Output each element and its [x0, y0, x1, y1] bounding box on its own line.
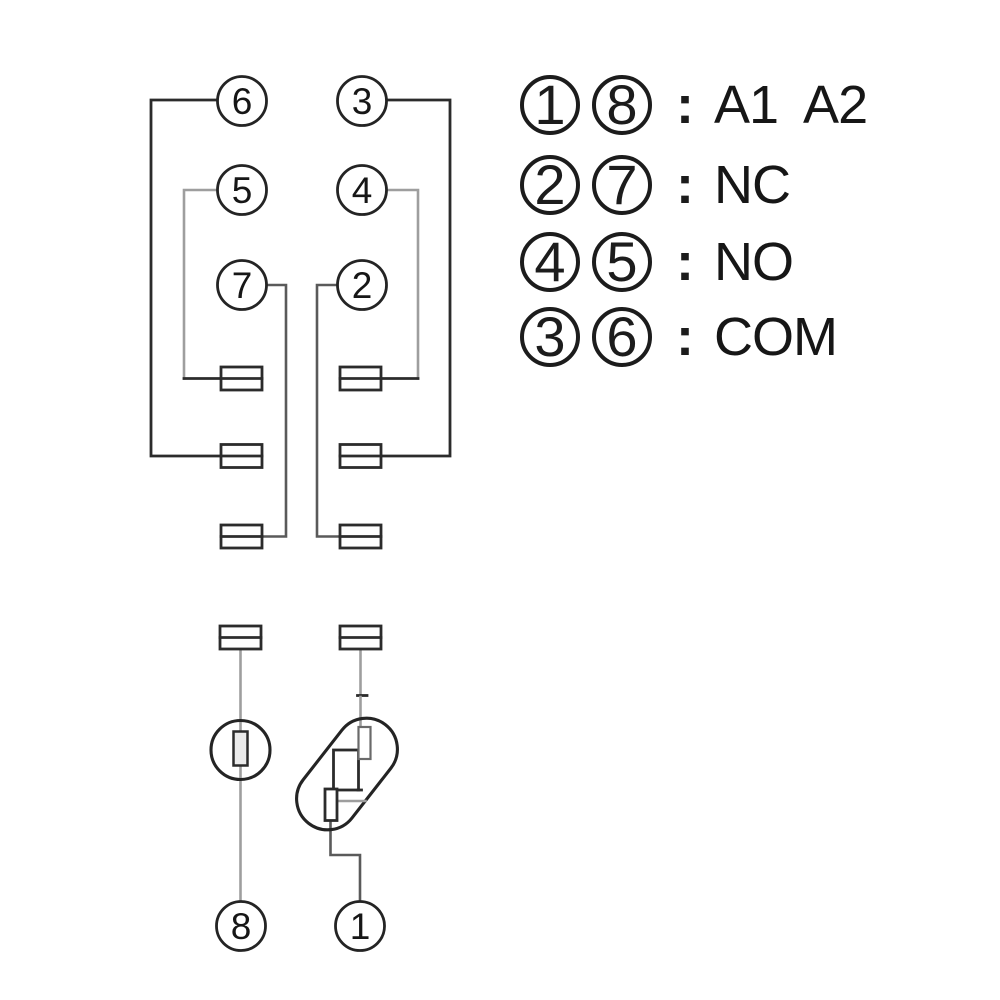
pin-label-8: 8 [231, 906, 252, 947]
wire-pin2-to-contact [315, 283, 342, 538]
pin-label-7: 7 [232, 265, 253, 306]
pin-circles: 6 3 5 4 7 2 8 [215, 75, 388, 952]
contact-coil-right [338, 624, 383, 651]
legend-separator: : [676, 232, 694, 292]
legend-pin-circle-2: 2 [520, 155, 580, 215]
legend-pin-circle-5: 5 [592, 232, 652, 292]
legend-row-nc: 2 7 : NC [520, 155, 791, 215]
wire-pin5-vertical [182, 188, 220, 380]
pin-circle-6: 6 [216, 75, 268, 127]
coil-symbol [209, 718, 272, 782]
legend-separator: : [676, 155, 694, 215]
contact-nc-right [338, 523, 383, 550]
pin-circle-7: 7 [216, 259, 268, 311]
contact-nc-left [219, 523, 264, 550]
legend-pin-circle-4: 4 [520, 232, 580, 292]
wire-pin7-to-contact [260, 283, 288, 538]
legend-separator: : [676, 307, 694, 367]
wire-pin4-vertical [384, 188, 420, 380]
coil-circle [209, 718, 272, 782]
pin-circle-4: 4 [336, 164, 388, 216]
wire-actuator-to-pin1 [329, 819, 362, 903]
contact-symbols [218, 365, 383, 651]
legend-row-no: 4 5 : NO [520, 232, 794, 292]
contact-no-right [338, 365, 383, 392]
contact-coil-left [218, 624, 263, 651]
pin-circle-2: 2 [336, 259, 388, 311]
legend-pin-circle-3: 3 [520, 307, 580, 367]
pin-label-1: 1 [350, 906, 371, 947]
legend-label-coil: A1 A2 [713, 75, 868, 135]
legend-pin-circle-8: 8 [592, 75, 652, 135]
contact-com-left [219, 443, 264, 469]
wire-pin6-to-contact [149, 98, 223, 458]
actuator-step-top [357, 725, 372, 761]
actuator-step-bottom [323, 787, 339, 822]
legend-label-nc: NC [713, 155, 791, 215]
actuator-step-mid [332, 748, 360, 792]
contact-com-right [338, 443, 383, 469]
pin-circle-1: 1 [334, 900, 386, 952]
wires [149, 98, 452, 903]
actuator-symbol [295, 716, 399, 832]
contact-no-left [219, 365, 264, 392]
coil-bar [232, 730, 249, 767]
actuator-stadium-outline [295, 716, 399, 832]
legend-pin-circle-6: 6 [592, 307, 652, 367]
legend-label-no: NO [713, 232, 794, 292]
pin-label-6: 6 [232, 81, 253, 122]
pin-label-4: 4 [352, 170, 373, 211]
pin-circle-5: 5 [216, 164, 268, 216]
pin-circle-8: 8 [215, 900, 267, 952]
legend-pin-circle-1: 1 [520, 75, 580, 135]
pin-label-3: 3 [352, 81, 373, 122]
pin-label-5: 5 [232, 170, 253, 211]
legend-row-coil: 1 8 : A1 A2 [520, 75, 868, 135]
legend-pin-circle-7: 7 [592, 155, 652, 215]
legend-row-com: 3 6 : COM [520, 307, 838, 367]
wire-pin3-to-contact [379, 98, 452, 458]
pin-label-2: 2 [352, 265, 373, 306]
legend-label-com: COM [713, 307, 838, 367]
legend-separator: : [676, 75, 694, 135]
pin-circle-3: 3 [336, 75, 388, 127]
